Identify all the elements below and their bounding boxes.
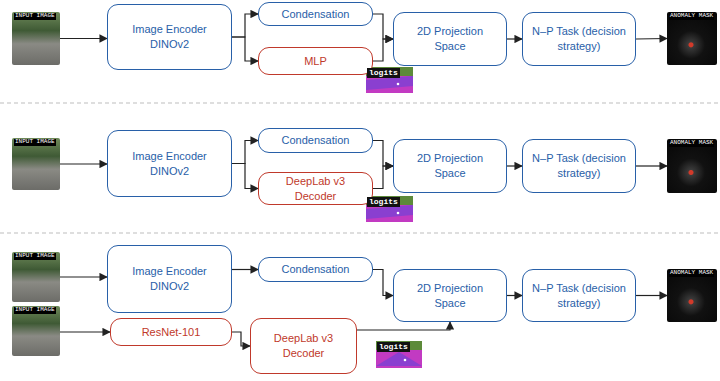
process-box: Image Encoder DINOv2 xyxy=(107,4,232,70)
process-box: Condensation xyxy=(258,128,373,153)
box-label: 2D Projection Space xyxy=(400,151,500,181)
box-label: 2D Projection Space xyxy=(400,24,500,54)
arrow-connector xyxy=(507,165,522,166)
image-caption: ANOMALY MASK xyxy=(669,270,714,277)
arrow-connector xyxy=(232,269,258,270)
box-label: N–P Task (decision strategy) xyxy=(529,24,629,54)
arrow-connector xyxy=(373,14,393,39)
arrow-connector xyxy=(373,39,393,61)
arrow-connector xyxy=(507,38,522,39)
arrow-connector xyxy=(636,295,667,296)
input-image: INPUT IMAGE xyxy=(12,252,60,302)
arrow-connector xyxy=(60,38,107,39)
process-box: N–P Task (decision strategy) xyxy=(522,12,636,66)
arrow-connector xyxy=(232,14,258,37)
box-label: Condensation xyxy=(282,7,350,22)
box-label: N–P Task (decision strategy) xyxy=(529,281,629,311)
row-separator xyxy=(0,103,720,104)
logits-image xyxy=(366,67,413,93)
image-caption: INPUT IMAGE xyxy=(14,253,56,260)
logits-image xyxy=(366,196,413,222)
image-label: logits xyxy=(367,68,400,78)
image-caption: ANOMALY MASK xyxy=(669,13,714,20)
arrow-connector xyxy=(373,141,393,167)
box-label: 2D Projection Space xyxy=(400,281,500,311)
arrow-connector xyxy=(636,38,667,40)
image-caption: INPUT IMAGE xyxy=(14,13,56,20)
arrow-connector xyxy=(232,164,258,189)
input-image: INPUT IMAGE xyxy=(12,138,60,190)
process-box: 2D Projection Space xyxy=(393,269,507,322)
process-box: 2D Projection Space xyxy=(393,139,507,193)
model-box: MLP xyxy=(258,47,373,75)
arrow-connector xyxy=(60,276,107,277)
input-image: INPUT IMAGE xyxy=(12,12,60,65)
box-label: DeepLab v3 Decoder xyxy=(265,174,366,204)
box-label: DeepLab v3 Decoder xyxy=(257,331,350,361)
box-label: MLP xyxy=(304,54,327,69)
process-box: 2D Projection Space xyxy=(393,12,507,66)
anomaly-mask: ANOMALY MASK xyxy=(667,12,717,65)
process-box: Condensation xyxy=(258,2,373,26)
process-box: Condensation xyxy=(258,257,373,282)
model-box: ResNet-101 xyxy=(110,318,232,346)
row-separator xyxy=(0,233,720,234)
box-label: ResNet-101 xyxy=(142,325,201,340)
box-label: Condensation xyxy=(282,262,350,277)
process-box: N–P Task (decision strategy) xyxy=(522,139,636,193)
box-label: Image Encoder DINOv2 xyxy=(114,149,225,179)
image-caption: INPUT IMAGE xyxy=(14,307,56,314)
arrow-connector xyxy=(357,322,450,330)
image-caption: INPUT IMAGE xyxy=(14,139,56,146)
model-box: DeepLab v3 Decoder xyxy=(258,172,373,205)
arrow-connector xyxy=(60,331,110,332)
box-label: Condensation xyxy=(282,133,350,148)
arrow-connector xyxy=(232,141,258,164)
input-image: INPUT IMAGE xyxy=(12,306,60,356)
arrow-connector xyxy=(60,163,107,164)
arrow-connector xyxy=(373,166,393,189)
box-label: N–P Task (decision strategy) xyxy=(529,151,629,181)
arrow-connector xyxy=(507,295,522,296)
anomaly-mask: ANOMALY MASK xyxy=(667,139,717,193)
arrow-connector xyxy=(373,270,393,296)
image-label: logits xyxy=(367,197,400,207)
arrow-connector xyxy=(232,332,250,346)
box-label: Image Encoder DINOv2 xyxy=(114,264,225,294)
box-label: Image Encoder DINOv2 xyxy=(114,22,225,52)
process-box: Image Encoder DINOv2 xyxy=(107,245,232,313)
process-box: N–P Task (decision strategy) xyxy=(522,269,636,322)
process-box: Image Encoder DINOv2 xyxy=(107,130,232,197)
image-label: logits xyxy=(377,342,410,352)
logits-image xyxy=(376,341,422,368)
anomaly-mask: ANOMALY MASK xyxy=(667,269,717,322)
arrow-connector xyxy=(636,165,667,166)
model-box: DeepLab v3 Decoder xyxy=(250,318,357,374)
image-caption: ANOMALY MASK xyxy=(669,140,714,147)
arrow-connector xyxy=(232,37,258,61)
